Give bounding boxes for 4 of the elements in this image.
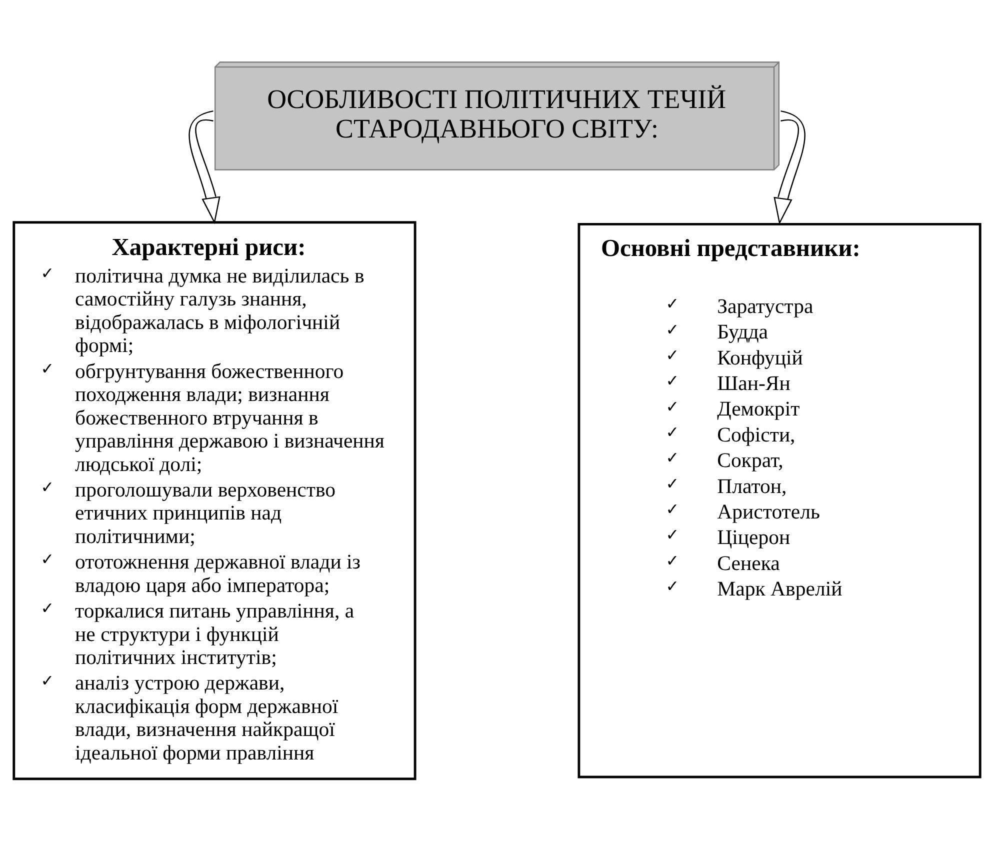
node-box: Основні представники: ✓ Заратустра ✓ Будда ✓ Конфуцій ✓ Шан-Ян ✓ Демокріт ✓ Софісти, ✓ Сократ, ✓ Платон, ✓ Аристотель ✓ Ціцерон ✓ Сенека ✓ Марк Аврелій: [577, 222, 981, 778]
arrow: [773, 110, 805, 225]
arrow: [188, 110, 220, 224]
node-box: Характерні риси: ✓ політична думка не виділилась в самостійну галузь знання, відображалась в міфологічній формі; ✓ обгрунтування божественного походження влади; визнання божественного втручання в управління державою і визначення людської долі; ✓ проголошували верховенство етичних принципів над політичними; ✓ ототожнення державної влади із владою царя або імператора; ✓ торкалися питань управління, а не структури і функцій політичних інститутів; ✓ аналіз устрою держави, класифікація форм державної влади, визначення найкращої ідеальної форми правління: [12, 221, 416, 780]
